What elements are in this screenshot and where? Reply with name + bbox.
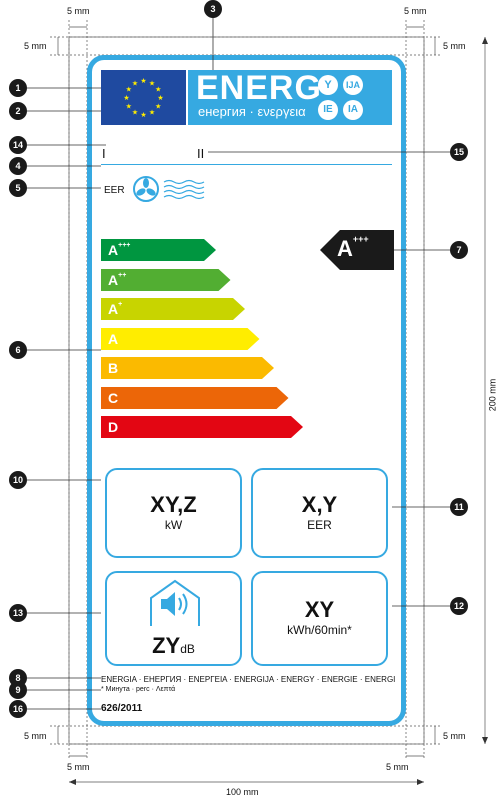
noise-value: ZY <box>152 633 181 658</box>
callout-11: 11 <box>450 498 468 516</box>
eu-star: ★ <box>123 94 129 102</box>
eer-box: X,Y EER <box>251 468 388 558</box>
callout-10: 10 <box>9 471 27 489</box>
callout-5: 5 <box>9 179 27 197</box>
noise-unit: dB <box>180 642 195 656</box>
eu-star: ★ <box>149 79 155 87</box>
dim-left-bottom: 5 mm <box>24 731 47 741</box>
class-arrow: C <box>101 386 289 409</box>
energy-banner: ENERG енергия · ενεργεια Y IJA IE IA <box>188 69 392 125</box>
footer-note: * Минута · perc · Λεπτά <box>101 686 176 693</box>
dim-top-right: 5 mm <box>404 6 427 16</box>
callout-4: 4 <box>9 157 27 175</box>
class-label: C <box>108 389 119 406</box>
separator-line <box>101 164 392 165</box>
callout-13: 13 <box>9 604 27 622</box>
fan-cooling-icon <box>133 176 205 202</box>
capacity-box: XY,Z kW <box>105 468 242 558</box>
eu-star: ★ <box>126 86 132 94</box>
lang-suffix-ija: IJA <box>343 75 363 95</box>
eer-label: EER <box>104 185 125 196</box>
dim-top-left: 5 mm <box>67 6 90 16</box>
eu-star: ★ <box>149 109 155 117</box>
callout-12: 12 <box>450 597 468 615</box>
callout-9: 9 <box>9 681 27 699</box>
eu-star: ★ <box>140 77 146 85</box>
dim-bottom-left: 5 mm <box>67 762 90 772</box>
dim-width: 100 mm <box>226 787 259 797</box>
energ-subtitle: енергия · ενεργεια <box>198 104 306 119</box>
lang-suffix-ie: IE <box>318 100 338 120</box>
energy-unit: kWh/60min* <box>287 623 352 637</box>
eu-star: ★ <box>157 94 163 102</box>
callout-1: 1 <box>9 79 27 97</box>
eer-value: X,Y <box>301 492 338 517</box>
class-label: B <box>108 360 119 376</box>
capacity-value: XY,Z <box>150 492 197 517</box>
lang-suffix-y: Y <box>318 75 338 95</box>
eu-flag: ★★★★★★★★★★★★ <box>101 70 186 125</box>
rating-class: A+++ <box>337 233 369 261</box>
dim-bottom-right: 5 mm <box>386 762 409 772</box>
dim-right-top: 5 mm <box>443 41 466 51</box>
supplier-marker: I <box>102 146 106 161</box>
class-arrow: A++ <box>101 268 231 291</box>
class-label: A+ <box>108 301 123 317</box>
energ-title: ENERG <box>196 69 322 107</box>
eu-stars-icon: ★★★★★★★★★★★★ <box>123 77 163 119</box>
eu-star: ★ <box>155 86 161 94</box>
dim-right-bottom: 5 mm <box>443 731 466 741</box>
model-marker: II <box>197 146 205 161</box>
callout-3: 3 <box>204 0 222 18</box>
class-label: D <box>108 419 119 435</box>
eer-unit: EER <box>307 518 332 532</box>
class-label: A+++ <box>108 242 131 258</box>
energy-consumption-box: XY kWh/60min* <box>251 571 388 666</box>
regulation-number: 626/2011 <box>101 703 143 714</box>
callout-7: 7 <box>450 241 468 259</box>
footer-languages: ENERGIA · ЕНЕРГИЯ · ΕΝΕΡΓΕΙΑ · ENERGIJA … <box>101 675 396 684</box>
rating-arrow <box>320 230 394 270</box>
noise-readout: ZYdB <box>107 633 240 659</box>
callout-15: 15 <box>450 143 468 161</box>
eu-star: ★ <box>126 103 132 111</box>
eu-star: ★ <box>155 103 161 111</box>
class-arrow: A+++ <box>101 239 216 261</box>
class-arrow: D <box>101 416 303 438</box>
callout-16: 16 <box>9 700 27 718</box>
eu-star: ★ <box>132 109 138 117</box>
dim-left-top: 5 mm <box>24 41 47 51</box>
callout-14: 14 <box>9 136 27 154</box>
lang-suffix-ia: IA <box>343 100 363 120</box>
callout-6: 6 <box>9 341 27 359</box>
eu-star: ★ <box>132 79 138 87</box>
speaker-house-icon <box>150 579 200 626</box>
callout-2: 2 <box>9 102 27 120</box>
class-arrow: A+ <box>101 298 245 320</box>
class-arrow: A <box>101 327 260 350</box>
energy-value: XY <box>304 597 335 622</box>
class-label: A <box>108 330 119 347</box>
noise-box: ZYdB <box>105 571 242 666</box>
eu-star: ★ <box>140 111 146 119</box>
class-label: A++ <box>108 271 127 288</box>
capacity-unit: kW <box>164 518 183 532</box>
class-arrow: B <box>101 357 274 379</box>
